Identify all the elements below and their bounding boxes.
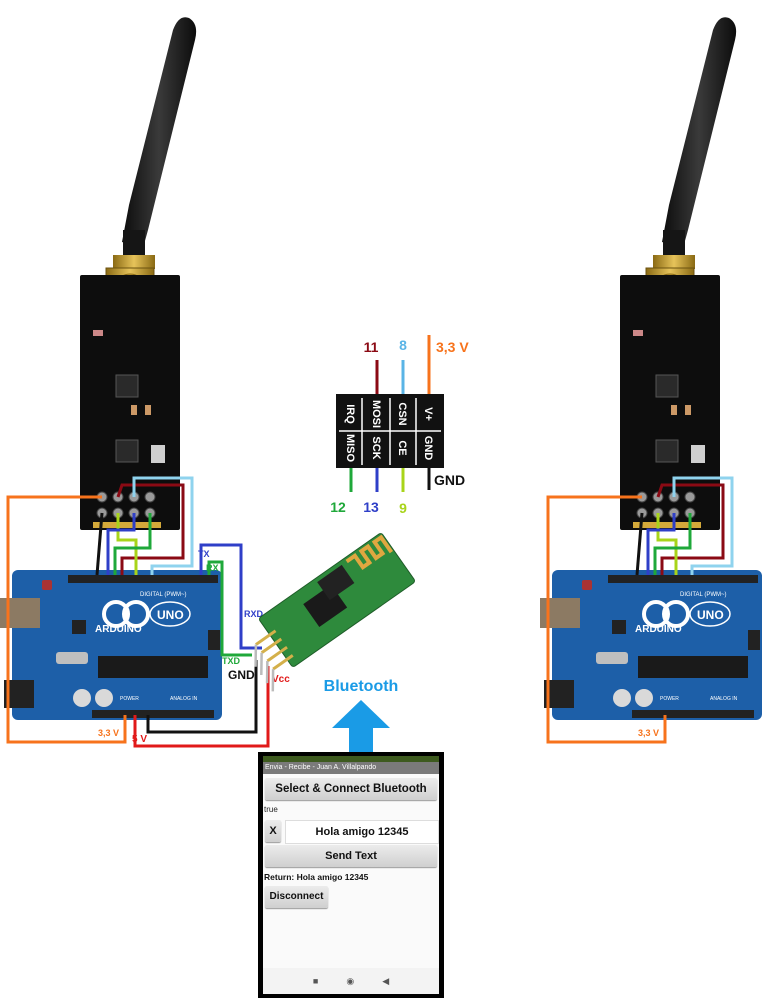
wire-ce-right [656, 513, 678, 575]
label-vcc: Vcc [272, 674, 290, 685]
wire-33v-left [6, 495, 127, 744]
wire-gnd-nrf-right [635, 512, 644, 576]
clear-button[interactable]: X [265, 820, 281, 842]
pin-mosi: MOSI [370, 400, 382, 428]
label-33v-left: 3,3 V [98, 728, 119, 738]
wire-sck-right [646, 513, 676, 575]
wire-bt-gnd [146, 660, 258, 734]
label-pin-8: 8 [399, 337, 407, 353]
select-connect-bluetooth-button[interactable]: Select & Connect Bluetooth [265, 778, 437, 800]
label-bt-gnd: GND [228, 668, 255, 682]
label-pin-12: 12 [330, 499, 346, 515]
label-pin-33v: 3,3 V [436, 339, 469, 355]
wire-csn-left [132, 476, 194, 575]
label-33v-right: 3,3 V [638, 728, 659, 738]
bluetooth-label: Bluetooth [324, 678, 399, 695]
wire-mosi-right [656, 483, 725, 575]
arduino-digital-right: DIGITAL (PWM~) [680, 592, 727, 598]
return-label: Return: Hola amigo 12345 [264, 872, 369, 882]
phone-screen: Envia - Recibe - Juan A. Villalpando Sel… [263, 756, 439, 994]
pin-miso: MISO [344, 434, 356, 463]
pin-csn: CSN [396, 402, 408, 425]
pin-irq: IRQ [344, 404, 356, 424]
status-bar [263, 756, 439, 762]
back-triangle-icon[interactable]: ◀ [382, 975, 390, 986]
connection-status-label: true [264, 805, 278, 814]
pin-ce: CE [396, 440, 408, 455]
arduino-model-left: UNO [157, 608, 184, 622]
label-rx: RX [206, 563, 219, 573]
nrf24-module-right [619, 16, 737, 531]
arduino-analog-left: ANALOG IN [170, 696, 198, 702]
wire-sck-left [106, 513, 136, 575]
wire-mosi-left [116, 483, 185, 575]
send-text-button[interactable]: Send Text [265, 845, 437, 867]
nrf24-module-left [79, 16, 197, 531]
square-icon[interactable]: ■ [312, 976, 319, 986]
wire-ce-left [116, 513, 138, 575]
pin-sck: SCK [370, 436, 382, 459]
app-title: Envia - Recibe - Juan A. Villalpando [263, 762, 439, 774]
label-txd: TXD [222, 656, 241, 666]
arrow-up-icon [332, 700, 390, 752]
arduino-brand-right: ARDUINO [635, 624, 682, 635]
arduino-analog-right: ANALOG IN [710, 696, 738, 702]
message-input[interactable]: Hola amigo 12345 [285, 820, 439, 844]
label-tx: TX [198, 549, 210, 559]
nrf24-pinout: IRQ MOSI CSN V+ MISO SCK CE GND 11 8 3,3… [330, 335, 469, 516]
label-pin-gnd: GND [434, 472, 465, 488]
wire-csn-right [672, 476, 734, 575]
pin-gnd: GND [422, 436, 434, 461]
label-rxd: RXD [244, 609, 264, 619]
hc06-bluetooth-module [254, 533, 415, 692]
label-5v-left: 5 V [132, 734, 147, 745]
android-nav-bar: ■ ◉ ◀ [263, 968, 439, 994]
wire-miso-left [113, 513, 152, 575]
wires-right [546, 476, 734, 744]
pin-vplus: V+ [422, 407, 434, 421]
arduino-power-right: POWER [660, 696, 679, 702]
disconnect-button[interactable]: Disconnect [265, 886, 328, 908]
wire-rx [207, 560, 252, 657]
label-pin-11: 11 [364, 339, 379, 355]
wire-gnd-nrf-left [95, 512, 104, 576]
arduino-digital-left: DIGITAL (PWM~) [140, 592, 187, 598]
circle-icon[interactable]: ◉ [346, 975, 355, 986]
label-pin-13: 13 [363, 499, 379, 515]
wire-bt-vcc [133, 666, 270, 748]
wire-33v-right [546, 495, 667, 744]
wire-tx [199, 543, 262, 650]
wire-miso-right [653, 513, 692, 575]
wires-left [6, 476, 270, 748]
arduino-power-left: POWER [120, 696, 139, 702]
phone-mockup: Envia - Recibe - Juan A. Villalpando Sel… [258, 752, 444, 998]
label-pin-9: 9 [399, 500, 407, 516]
arduino-brand-left: ARDUINO [95, 624, 142, 635]
arduino-model-right: UNO [697, 608, 724, 622]
